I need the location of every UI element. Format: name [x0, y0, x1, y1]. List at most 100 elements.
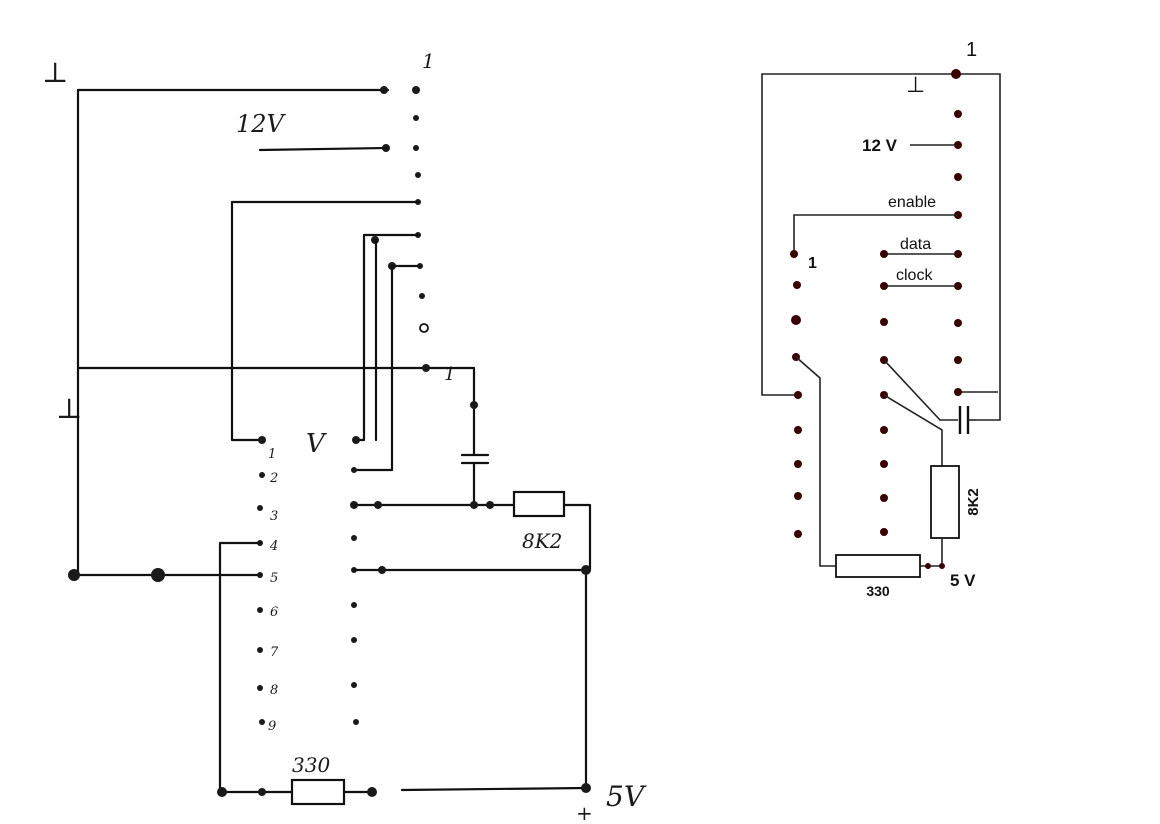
left-node	[470, 401, 478, 409]
left-resistor-8k2	[512, 490, 566, 518]
right-clock-label: clock	[896, 267, 933, 284]
right-ground-symbol: ⊥	[906, 72, 925, 97]
left-pin1-mid-label: 1	[444, 364, 455, 385]
left-ground-top-symbol: ⊥	[42, 56, 68, 89]
left-wire-pin1	[230, 200, 420, 442]
chip-pin-dot	[257, 505, 263, 511]
left-capacitor	[460, 453, 490, 465]
left-header-pin	[413, 115, 419, 121]
right-wire-right-frame	[958, 73, 1001, 421]
chip-pin-dot	[259, 472, 265, 478]
left-supply-plus: +	[576, 801, 593, 824]
chip-pin-dot	[351, 602, 357, 608]
left-wire-330-in	[218, 541, 294, 794]
left-ground-node	[68, 569, 80, 581]
left-node	[258, 436, 266, 444]
right-header-pin	[951, 69, 961, 79]
chip-pin-dot	[880, 528, 888, 536]
left-node	[217, 787, 227, 797]
right-header-pin	[954, 141, 962, 149]
left-schematic: ⊥ ⊥ 1 12V	[42, 49, 647, 824]
right-enable-wire	[793, 214, 958, 252]
chip-pin-number: 6	[270, 605, 278, 620]
chip-pin-dot	[257, 572, 263, 578]
right-capacitor	[958, 406, 970, 434]
chip-pin-number: 1	[268, 447, 276, 462]
left-node	[367, 787, 377, 797]
chip-pin-dot	[880, 426, 888, 434]
right-header-pins	[951, 69, 962, 396]
right-header-pin	[954, 319, 962, 327]
chip-pin-dot	[351, 682, 357, 688]
left-pin1-top-label: 1	[422, 49, 435, 73]
left-resistor-330	[290, 778, 346, 806]
chip-pin-dot	[794, 391, 802, 399]
chip-pin-dot	[880, 250, 888, 258]
chip-pin-dot	[794, 426, 802, 434]
chip-pin-dot	[352, 436, 360, 444]
right-data-label: data	[900, 236, 931, 253]
left-header-pin	[380, 86, 388, 94]
chip-pin-number: 8	[270, 683, 278, 698]
right-resistor-330-label: 330	[866, 583, 890, 599]
left-node	[581, 783, 591, 793]
chip-pin-dot	[790, 250, 798, 258]
right-node	[925, 563, 931, 569]
right-chip-left-pins	[790, 250, 802, 538]
left-header-pin	[413, 145, 419, 151]
right-header-pin	[954, 388, 962, 396]
chip-pin-number: 4	[269, 539, 278, 554]
left-ground-node-2	[151, 568, 165, 582]
left-header-pin	[422, 364, 430, 372]
left-node	[470, 501, 478, 509]
left-node	[374, 501, 382, 509]
left-chip-right-pins	[350, 436, 360, 725]
left-wire-5v-bottom	[400, 786, 588, 792]
chip-pin-dot	[351, 467, 357, 473]
left-header-pins	[371, 86, 430, 372]
chip-pin-dot	[880, 282, 888, 290]
right-pin1-top-label: 1	[966, 39, 977, 61]
left-resistor-330-label: 330	[292, 753, 330, 777]
chip-pin-number: 2	[269, 471, 278, 486]
chip-pin-dot	[793, 281, 801, 289]
right-resistor-330	[835, 554, 921, 578]
right-wire-left-frame	[761, 73, 958, 396]
chip-pin-dot	[880, 318, 888, 326]
chip-pin-number: 7	[270, 645, 279, 660]
left-wire-clock	[352, 264, 422, 472]
right-header-pin	[954, 173, 962, 181]
left-node	[581, 565, 591, 575]
chip-pin-dot	[791, 315, 801, 325]
left-12v-wire	[258, 146, 388, 152]
chip-pin-number: 3	[270, 509, 278, 524]
right-enable-label: enable	[888, 194, 936, 211]
left-wire-8k2-out	[562, 503, 592, 572]
right-cap-wire	[883, 359, 958, 421]
left-node	[486, 501, 494, 509]
right-node	[939, 563, 945, 569]
right-header-pin	[954, 110, 962, 118]
chip-pin-dot	[353, 719, 359, 725]
left-header-pin	[415, 172, 421, 178]
chip-pin-dot	[259, 719, 265, 725]
left-node	[258, 788, 266, 796]
left-node	[378, 566, 386, 574]
right-12v-label: 12 V	[862, 136, 898, 155]
chip-pin-dot	[794, 460, 802, 468]
left-header-pin	[419, 293, 425, 299]
chip-pin-dot	[257, 607, 263, 613]
left-resistor-8k2-label: 8K2	[522, 529, 562, 553]
chip-pin-dot	[880, 494, 888, 502]
right-supply-label: 5 V	[950, 571, 976, 590]
chip-pin-dot	[257, 685, 263, 691]
right-resistor-8k2	[930, 465, 960, 539]
chip-pin-dot	[257, 647, 263, 653]
left-header-pin	[419, 323, 429, 333]
chip-pin-dot	[880, 460, 888, 468]
left-cap-wire-top	[428, 366, 476, 457]
right-chip-right-pins	[880, 250, 888, 536]
right-8k2-wire-in	[883, 394, 943, 466]
left-chip-pin-numbers: 1 2 3 4 5 6 7 8 9	[268, 447, 279, 734]
